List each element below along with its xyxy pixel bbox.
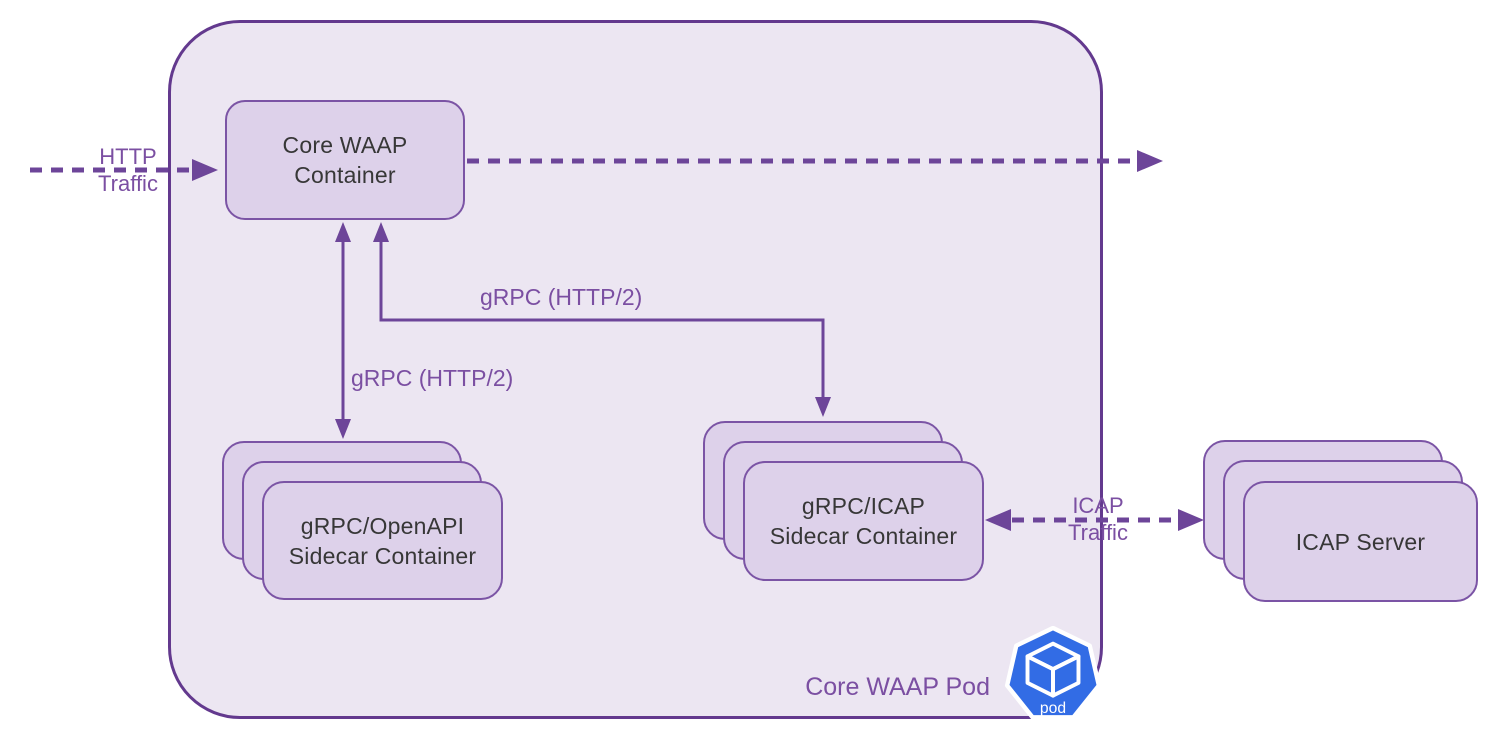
pod-icon-cube: [1025, 641, 1081, 698]
edge-label-grpc-openapi: gRPC (HTTP/2): [351, 365, 513, 392]
pod-caption: Core WAAP Pod: [790, 672, 990, 702]
pod-icon-label: pod: [1040, 700, 1066, 717]
icap-server-label: ICAP Server: [1245, 483, 1476, 600]
node-core-waap-container: Core WAAP Container: [225, 100, 465, 220]
arrowhead-right-icon: [1137, 150, 1163, 172]
core-waap-container-label: Core WAAP Container: [227, 102, 463, 218]
openapi-sidecar-line1: gRPC/OpenAPI: [300, 512, 465, 539]
pod-caption-text: Core WAAP Pod: [805, 673, 990, 701]
grpc-openapi-label-text: gRPC (HTTP/2): [351, 365, 514, 391]
openapi-sidecar-line2: Sidecar Container: [288, 542, 477, 569]
icap-server-text: ICAP Server: [1295, 528, 1426, 555]
arrowhead-right-icon: [1178, 509, 1204, 531]
http-traffic-line2: Traffic: [98, 171, 158, 196]
icap-sidecar-label: gRPC/ICAP Sidecar Container: [745, 463, 982, 579]
icap-sidecar-line1: gRPC/ICAP: [801, 493, 926, 519]
cube-right-face: [1051, 654, 1081, 698]
icap-traffic-line1: ICAP: [1072, 493, 1124, 518]
openapi-sidecar-label: gRPC/OpenAPI Sidecar Container: [264, 483, 501, 598]
core-waap-line2: Container: [294, 162, 396, 188]
node-openapi-sidecar: gRPC/OpenAPI Sidecar Container: [262, 481, 503, 600]
grpc-icap-label-text: gRPC (HTTP/2): [480, 284, 643, 310]
node-icap-sidecar: gRPC/ICAP Sidecar Container: [743, 461, 984, 581]
kubernetes-pod-icon: pod: [1004, 626, 1102, 720]
node-icap-server: ICAP Server: [1243, 481, 1478, 602]
edge-label-grpc-icap: gRPC (HTTP/2): [480, 284, 642, 311]
icap-traffic-line2: Traffic: [1068, 520, 1128, 545]
edge-label-http-traffic: HTTP Traffic: [68, 143, 188, 197]
http-traffic-line1: HTTP: [99, 144, 157, 169]
core-waap-line1: Core WAAP: [282, 132, 408, 158]
edge-label-icap-traffic: ICAP Traffic: [1038, 492, 1158, 546]
icap-sidecar-line2: Sidecar Container: [769, 523, 958, 549]
